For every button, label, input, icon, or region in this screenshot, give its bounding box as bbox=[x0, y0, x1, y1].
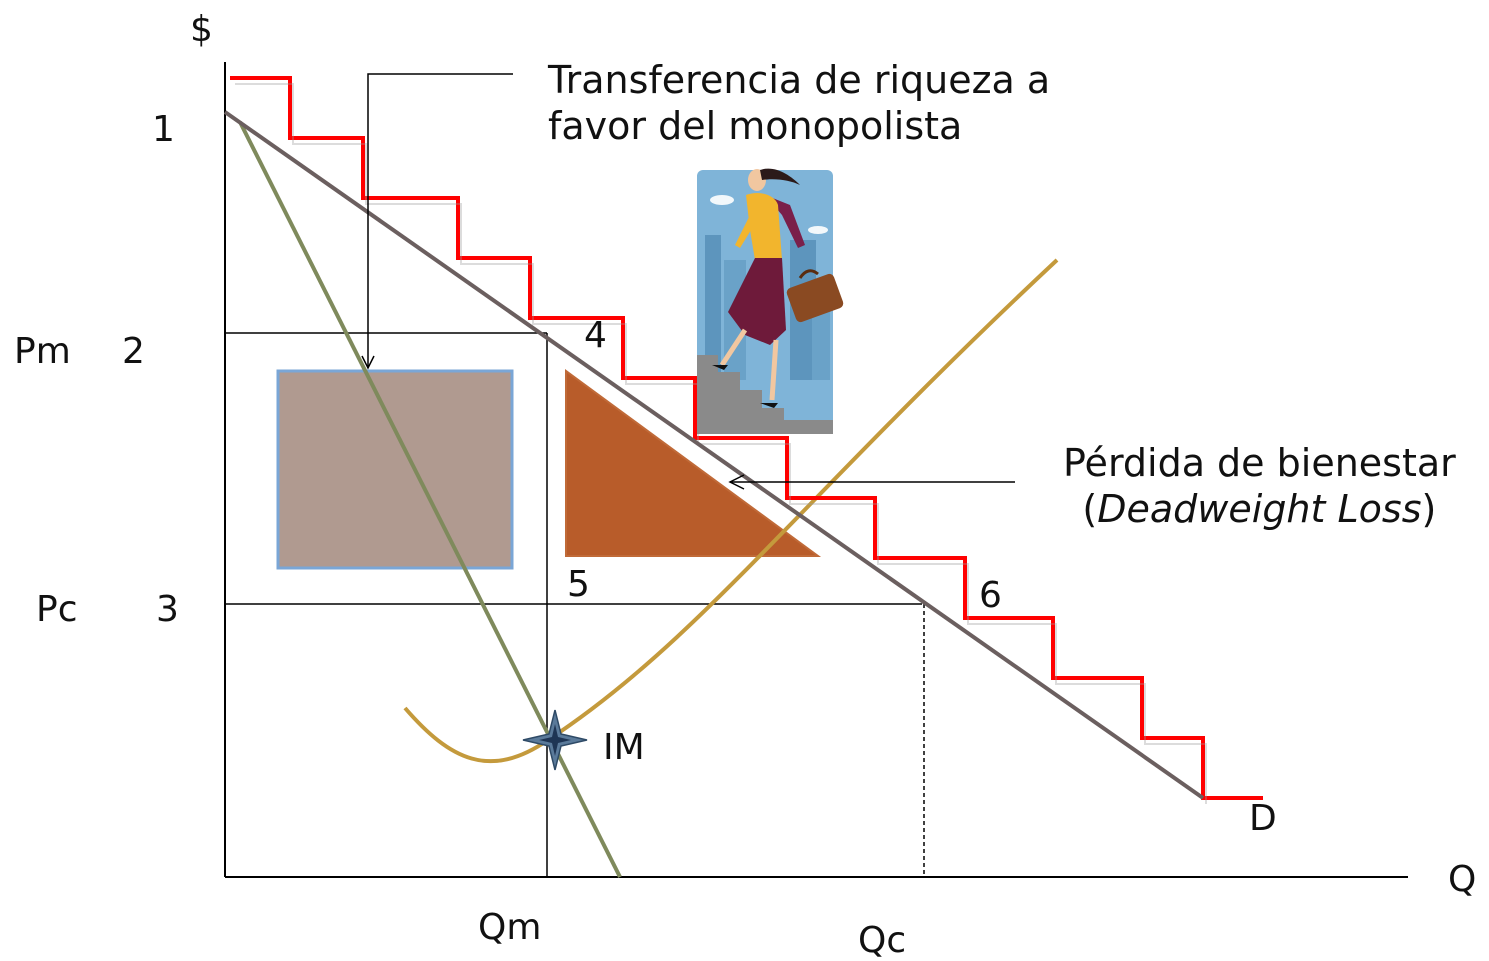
im-label: IM bbox=[603, 727, 645, 768]
businesswoman-climbing-stairs-icon bbox=[697, 168, 844, 434]
point-1-label: 1 bbox=[152, 109, 175, 150]
qc-label: Qc bbox=[858, 920, 907, 961]
deadweight-line-2: (Deadweight Loss) bbox=[1063, 486, 1456, 532]
point-5-label: 5 bbox=[567, 564, 590, 605]
deadweight-open-paren: ( bbox=[1082, 487, 1098, 531]
deadweight-italic-term: Deadweight Loss bbox=[1097, 487, 1422, 531]
transfer-line-1: Transferencia de riqueza a bbox=[548, 58, 1051, 102]
deadweight-arrowhead bbox=[728, 474, 745, 490]
x-axis-label: Q bbox=[1448, 859, 1477, 900]
transfer-annotation: Transferencia de riqueza a favor del mon… bbox=[548, 57, 1050, 149]
transfer-arrow bbox=[367, 73, 513, 368]
deadweight-annotation: Pérdida de bienestar (Deadweight Loss) bbox=[1063, 440, 1456, 532]
star-marker-icon bbox=[522, 709, 588, 771]
point-3-label: 3 bbox=[156, 589, 179, 630]
cost-curve bbox=[403, 258, 1059, 764]
qm-label: Qm bbox=[478, 907, 542, 948]
point-4-label: 4 bbox=[584, 315, 607, 356]
point-2-label: 2 bbox=[122, 331, 145, 372]
demand-label: D bbox=[1249, 798, 1277, 839]
pm-label: Pm bbox=[14, 331, 71, 372]
staircase-steps bbox=[230, 76, 1263, 800]
deadweight-close-paren: ) bbox=[1421, 487, 1437, 531]
transfer-line-2: favor del monopolista bbox=[548, 104, 963, 148]
deadweight-loss-area bbox=[565, 369, 822, 557]
pc-label: Pc bbox=[36, 589, 78, 630]
wealth-transfer-area bbox=[276, 369, 514, 570]
demand-line bbox=[223, 110, 1205, 800]
point-6-label: 6 bbox=[979, 575, 1002, 616]
y-axis-label: $ bbox=[190, 9, 213, 50]
deadweight-line-1: Pérdida de bienestar bbox=[1063, 441, 1456, 485]
transfer-arrowhead bbox=[361, 355, 375, 370]
